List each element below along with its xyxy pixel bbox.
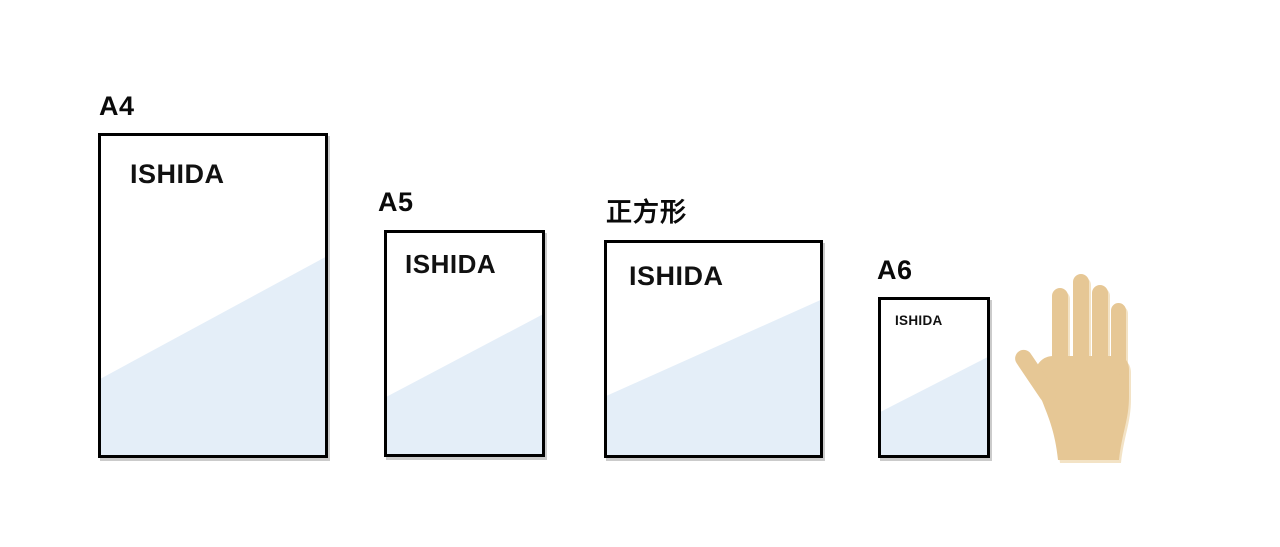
brand-text-a5: ISHIDA	[405, 249, 497, 279]
brand-text-square: ISHIDA	[629, 261, 724, 291]
brand-text-a4: ISHIDA	[130, 159, 225, 189]
paper-sheet-square: ISHIDA	[604, 240, 823, 458]
hand-icon	[1015, 274, 1129, 460]
paper-sheet-a5: ISHIDA	[384, 230, 545, 457]
paper-size-label-a4: A4	[99, 91, 135, 121]
brand-text-a6: ISHIDA	[895, 313, 943, 328]
paper-size-label-square: 正方形	[606, 197, 688, 227]
paper-size-label-a6: A6	[877, 255, 913, 285]
paper-sheet-a6: ISHIDA	[878, 297, 990, 458]
paper-sheet-a4: ISHIDA	[98, 133, 328, 458]
paper-size-label-a5: A5	[378, 187, 414, 217]
hand-shape	[1015, 274, 1129, 460]
